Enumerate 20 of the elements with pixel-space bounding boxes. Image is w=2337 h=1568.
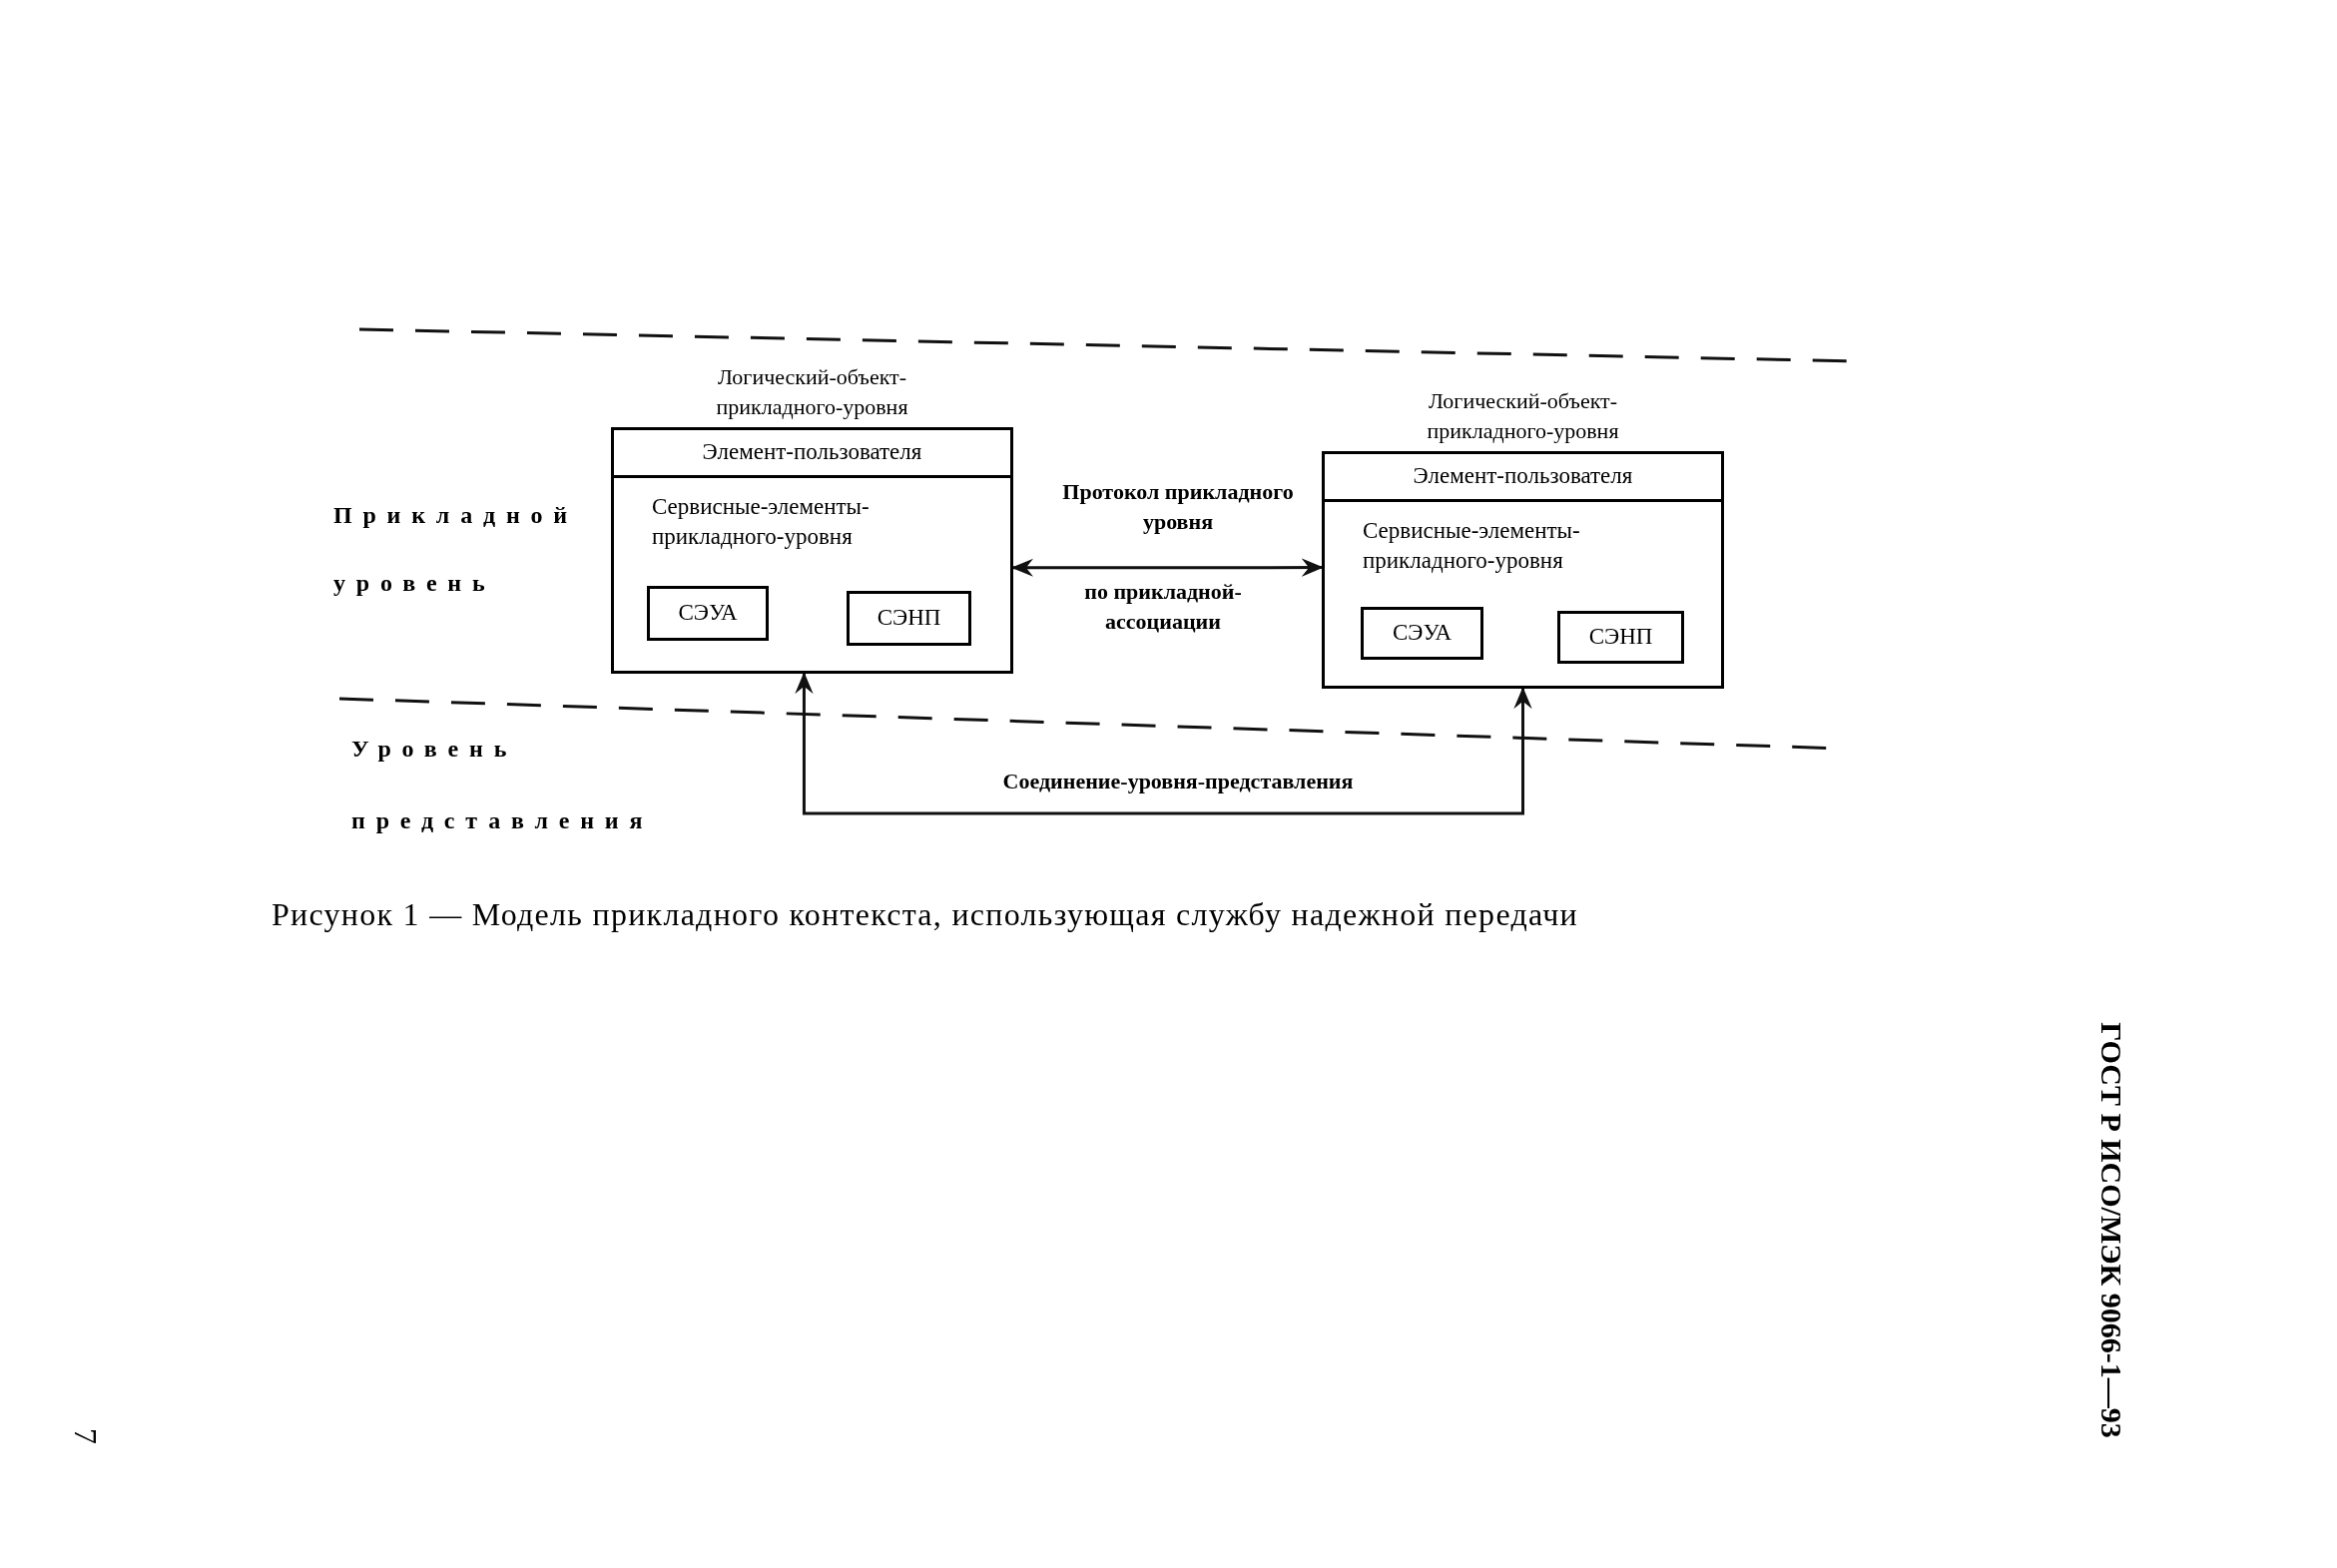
entity-heading: Логический-объект-прикладного-уровня: [715, 363, 909, 421]
entity-heading: Логический-объект-прикладного-уровня: [1426, 387, 1620, 445]
service-element-box: СЭНП: [1557, 611, 1684, 664]
connector-arrow: [1011, 558, 1324, 577]
edge-label: Соединение-уровня-представления: [1001, 768, 1355, 795]
page-number: 7: [67, 1428, 105, 1444]
standard-designation: ГОСТ Р ИСО/МЭК 9066-1—93: [2093, 1021, 2129, 1440]
figure-caption: Рисунок 1 — Модель прикладного контекста, использующая службу надежной передачи: [272, 895, 1578, 934]
layer-label: Прикладной уровень: [333, 501, 578, 598]
service-element-box: СЭУА: [1361, 607, 1483, 660]
user-element-band: Элемент-пользователя: [614, 430, 1010, 478]
user-element-band: Элемент-пользователя: [1325, 454, 1721, 502]
edge-label: Протокол прикладного уровня: [1061, 478, 1295, 536]
service-element-box: СЭУА: [647, 586, 769, 641]
service-element-box: СЭНП: [847, 591, 971, 646]
layer-label: Уровень представления: [351, 735, 654, 835]
connector-arrow: [795, 672, 1532, 815]
entity-body-text: Сервисные-элементы-прикладного-уровня: [1363, 517, 1581, 575]
protocol-note: по прикладной-ассоциации: [1083, 578, 1243, 636]
entity-body-text: Сервисные-элементы-прикладного-уровня: [652, 493, 871, 551]
